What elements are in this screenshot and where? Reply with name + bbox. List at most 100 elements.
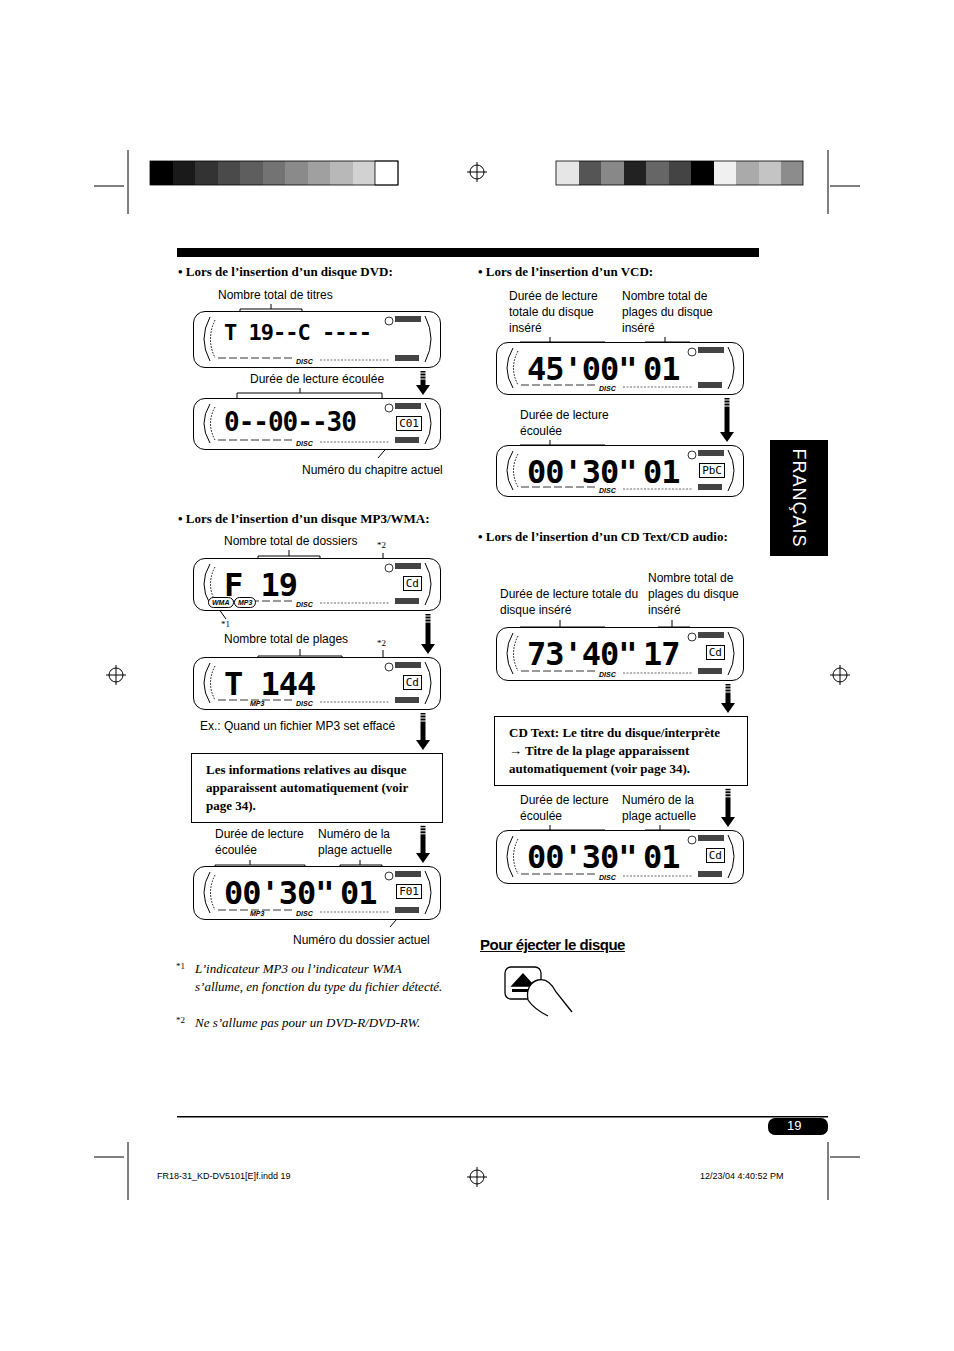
format-indicator: MP3: [250, 700, 264, 707]
print-date: 12/23/04 4:40:52 PM: [700, 1171, 784, 1182]
lcd-display: 00'30"01F01MP3DISC: [193, 866, 441, 920]
disc-indicator: DISC: [599, 385, 616, 392]
arrow-hatch: [724, 689, 732, 690]
mode-indicator-block: [698, 835, 724, 841]
flow-arrow: [416, 826, 430, 863]
color-bars: [150, 161, 803, 185]
indicator-box: Cd: [706, 848, 725, 863]
display-dash-row: [320, 442, 390, 443]
mode-indicator-block: [395, 355, 419, 361]
mode-indicator-block: [698, 450, 724, 456]
arrow-hatch: [724, 686, 732, 687]
arrow-hatch: [724, 793, 732, 794]
registration-marks: [106, 162, 850, 1187]
mode-indicator-block: [395, 871, 421, 877]
format-indicator: WMA: [208, 597, 234, 608]
segment-number: 01: [643, 841, 680, 873]
notice-box: CD Text: Le titre du disque/interprète →…: [494, 716, 748, 786]
callout-label: Nombre total de dossiers: [224, 534, 357, 549]
mode-indicator-dot: [688, 836, 696, 844]
arrow-hatch: [419, 827, 427, 828]
mode-indicator-block: [395, 697, 419, 703]
mode-indicator-block: [395, 316, 421, 322]
language-tab: [770, 440, 828, 556]
disc-indicator: DISC: [296, 358, 313, 365]
callout-label: Numéro de la plage actuelle: [318, 826, 413, 858]
display-dash-row: [320, 912, 390, 913]
display-dash-row: [521, 874, 595, 875]
arrow-head: [416, 740, 430, 750]
indicator-box: Cd: [403, 576, 422, 591]
callout-label: Durée de lecture écoulée: [250, 372, 384, 387]
display-right-arc: [425, 403, 431, 444]
mode-indicator-block: [698, 484, 722, 490]
mode-indicator-block: [395, 437, 419, 443]
arrow-hatch: [724, 796, 732, 797]
display-level-meter: [514, 454, 519, 487]
mode-indicator-dot: [688, 348, 696, 356]
mode-indicator-block: [698, 871, 722, 877]
mode-indicator-block: [395, 598, 419, 604]
display-dash-row: [623, 673, 693, 674]
arrow-hatch: [424, 616, 432, 617]
display-level-meter: [514, 636, 519, 671]
arrow-hatch: [419, 718, 427, 719]
disc-indicator: DISC: [599, 671, 616, 678]
display-level-meter: [211, 567, 216, 601]
display-right-arc: [728, 347, 734, 389]
header-rule: [177, 248, 759, 257]
mode-indicator-block: [698, 668, 722, 674]
disc-indicator: DISC: [599, 487, 616, 494]
section-heading: • Lors de l’insertion d’un disque MP3/WM…: [178, 511, 430, 527]
mode-indicator-dot: [385, 564, 393, 572]
arrow-hatch: [419, 715, 427, 716]
indicator-box: PbC: [699, 463, 725, 478]
flow-arrow: [416, 713, 430, 750]
mode-indicator-dot: [385, 872, 393, 880]
display-left-arc: [507, 836, 513, 877]
flow-arrow: [416, 371, 430, 395]
segment-readout: 45'00": [527, 353, 637, 385]
segment-readout: 73'40": [527, 638, 637, 670]
arrow-shaft: [421, 713, 426, 741]
language-tab-text: FRANÇAIS: [788, 448, 811, 547]
arrow-hatch: [419, 373, 427, 374]
indicator-box: Cd: [403, 675, 422, 690]
arrow-hatch: [424, 619, 432, 620]
arrow-shaft: [421, 826, 426, 854]
footnote-mark: *2: [176, 1015, 185, 1026]
callout-label: Nombre total de plages du disque inséré: [622, 288, 732, 337]
crop-marks: [94, 150, 860, 1200]
display-right-arc: [728, 450, 734, 491]
segment-readout: T 144: [224, 668, 315, 700]
display-right-arc: [728, 835, 734, 878]
callout-label: Nombre total de titres: [218, 288, 333, 303]
segment-number: 01: [643, 353, 680, 385]
display-right-arc: [425, 871, 431, 914]
arrow-head: [416, 385, 430, 395]
disc-indicator: DISC: [296, 601, 313, 608]
arrow-head: [720, 432, 734, 442]
display-right-arc: [728, 632, 734, 675]
segment-number: 01: [340, 877, 377, 909]
display-dash-row: [521, 671, 595, 672]
callout-label: Durée de lecture écoulée: [520, 792, 615, 824]
callout-label: Numéro de la plage actuelle: [622, 792, 717, 824]
mode-indicator-dot: [385, 317, 393, 325]
footnote-text: Ne s’allume pas pour un DVD-R/DVD-RW.: [195, 1014, 420, 1032]
mode-indicator-dot: [688, 633, 696, 641]
notice-text: Les informations relatives au disque app…: [206, 761, 430, 815]
arrow-hatch: [723, 403, 731, 404]
flow-arrow: [721, 789, 735, 827]
footnote-text: L’indicateur MP3 ou l’indicateur WMA s’a…: [195, 960, 445, 996]
flow-arrow: [421, 614, 435, 654]
footnote-mark: *1: [221, 619, 230, 630]
mode-indicator-block: [395, 403, 421, 409]
mode-indicator-block: [698, 382, 722, 388]
segment-readout: T 19--C ----: [224, 322, 371, 344]
notice-text: CD Text: Le titre du disque/interprète →…: [509, 724, 735, 778]
footnote-mark: *2: [377, 540, 386, 551]
mode-indicator-dot: [385, 404, 393, 412]
lcd-display: 00'30"01CdDISC: [496, 830, 744, 884]
